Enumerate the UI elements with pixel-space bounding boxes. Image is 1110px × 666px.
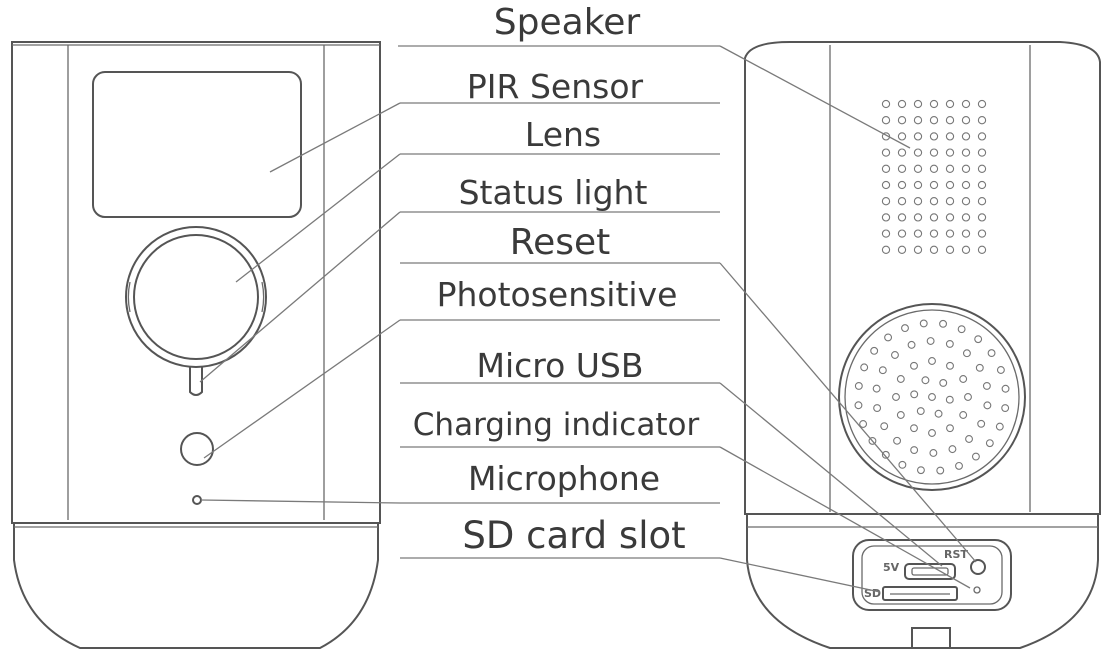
leader-lines bbox=[199, 45, 977, 593]
mount-plate bbox=[838, 303, 1026, 491]
status-light bbox=[189, 366, 203, 396]
callout-labels: Speaker PIR Sensor Lens Status light Res… bbox=[398, 2, 720, 559]
photosensitive-sensor bbox=[180, 432, 214, 466]
label-microphone: Microphone bbox=[468, 459, 660, 498]
port-marking-rst: RST bbox=[944, 548, 968, 561]
label-sd-card-slot: SD card slot bbox=[462, 514, 685, 557]
back-view-camera: 5V RST SD bbox=[744, 41, 1101, 649]
charging-indicator bbox=[973, 586, 981, 594]
label-reset: Reset bbox=[510, 222, 611, 263]
label-speaker: Speaker bbox=[494, 2, 641, 43]
micro-usb-port bbox=[904, 563, 956, 580]
lens bbox=[125, 226, 267, 368]
port-panel: 5V RST SD bbox=[852, 539, 1012, 611]
port-marking-5v: 5V bbox=[883, 561, 900, 574]
label-status-light: Status light bbox=[459, 173, 648, 212]
sd-card-slot bbox=[882, 586, 958, 601]
label-charging-indicator: Charging indicator bbox=[413, 407, 700, 443]
reset-button bbox=[970, 559, 986, 575]
microphone-hole-front bbox=[192, 495, 202, 505]
front-view-camera bbox=[11, 41, 381, 649]
label-photosensitive: Photosensitive bbox=[437, 275, 678, 314]
label-pir-sensor: PIR Sensor bbox=[467, 67, 644, 106]
port-marking-sd: SD bbox=[864, 587, 881, 600]
speaker-grille bbox=[881, 99, 987, 254]
pir-sensor-window bbox=[92, 71, 302, 218]
label-micro-usb: Micro USB bbox=[476, 346, 643, 385]
label-lens: Lens bbox=[525, 115, 601, 154]
